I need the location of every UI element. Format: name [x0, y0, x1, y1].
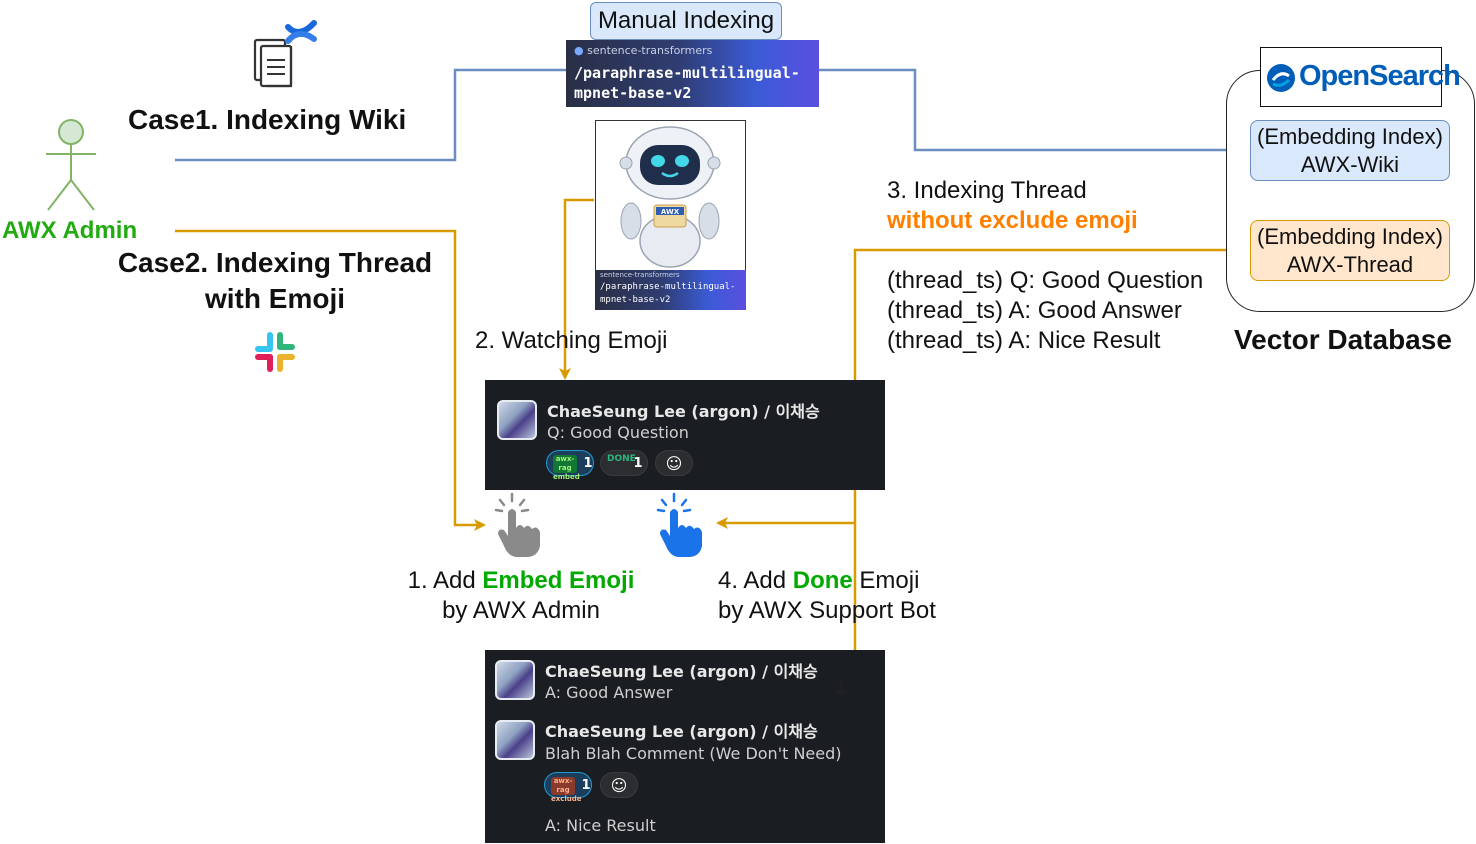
thread-index-line1: (Embedding Index) [1257, 224, 1443, 249]
wiki-flow-line [175, 68, 566, 162]
robot-icon: AWX [619, 126, 721, 268]
step3-label: 3. Indexing Thread without exclude emoji [887, 176, 1138, 236]
robot-st-label: sentence-transformers [600, 271, 680, 279]
admin-to-embed-arrow [175, 229, 486, 531]
opensearch-logo-icon [1267, 64, 1295, 92]
confluence-icon [250, 15, 320, 90]
step3-line1: 3. Indexing Thread [887, 177, 1087, 204]
manual-model-banner: ● sentence-transformers /paraphrase-mult… [566, 40, 819, 107]
exclude-emoji-icon: awx-rag exclude [551, 776, 582, 803]
done-reaction[interactable]: DONE 1 [600, 450, 648, 476]
case1-label: Case1. Indexing Wiki [128, 104, 407, 135]
indexing-thread-arrow [853, 244, 1248, 380]
case2-line2: with Emoji [205, 283, 345, 314]
opensearch-logo: OpenSearch [1260, 47, 1461, 107]
done-emoji-icon: DONE [607, 453, 636, 464]
step3-line2: without exclude emoji [887, 207, 1138, 234]
add-reaction-icon: ☺ [610, 776, 628, 795]
thread-line-3: (thread_ts) A: Nice Result [887, 327, 1161, 354]
add-reaction-button[interactable]: ☺ [600, 772, 638, 798]
robot-box: AWX [595, 120, 746, 272]
exclude-reaction[interactable]: awx-rag exclude 1 [544, 772, 592, 803]
manual-model-line1: /paraphrase-multilingual- [574, 64, 800, 82]
robot-model-line2: mpnet-base-v2 [600, 295, 671, 305]
thread-lines: (thread_ts) Q: Good Question (thread_ts)… [887, 266, 1203, 356]
embed-emoji-icon: awx-rag embed [553, 454, 580, 481]
robot-model-banner: sentence-transformers /paraphrase-multil… [595, 270, 746, 310]
slack-icon [253, 330, 297, 374]
hand-pointer-icon [652, 490, 712, 560]
case2-label: Case2. Indexing Thread with Emoji [105, 245, 445, 317]
step1-line1: 1. Add Embed Emoji [407, 567, 635, 594]
wiki-index-line1: (Embedding Index) [1257, 124, 1443, 149]
wiki-index-arrow [819, 68, 1248, 156]
slack-top-pane: ChaeSeung Lee (argon) / 이채승 Q: Good Ques… [485, 380, 885, 490]
message-author: ChaeSeung Lee (argon) / 이채승 [545, 722, 818, 741]
exclude-reaction-count: 1 [581, 778, 591, 793]
slack-bottom-pane: ChaeSeung Lee (argon) / 이채승 A: Good Answ… [485, 650, 885, 843]
avatar [495, 660, 535, 700]
step1-line2: by AWX Admin [442, 597, 600, 624]
message-author: ChaeSeung Lee (argon) / 이채승 [545, 662, 818, 681]
watching-emoji-arrow [559, 198, 594, 380]
manual-indexing-box: Manual Indexing [590, 2, 782, 40]
done-reaction-count: 1 [633, 456, 643, 471]
wiki-index-line2: AWX-Wiki [1300, 152, 1400, 177]
svg-text:AWX: AWX [661, 208, 680, 216]
thread-line-1: (thread_ts) Q: Good Question [887, 267, 1204, 294]
embed-reaction-count: 1 [583, 456, 593, 471]
message-author: ChaeSeung Lee (argon) / 이채승 [547, 402, 820, 421]
hf-icon: ● [574, 44, 584, 57]
avatar [495, 720, 535, 760]
manual-model-line2: mpnet-base-v2 [574, 84, 692, 102]
step1-label: 1. Add Embed Emoji by AWX Admin [400, 566, 642, 626]
step4-line2: by AWX Support Bot [718, 597, 936, 624]
embed-reaction[interactable]: awx-rag embed 1 [546, 450, 594, 481]
arrow-down-icon: ↓ [832, 676, 851, 701]
case2-line1: Case2. Indexing Thread [117, 247, 433, 278]
robot-model-line1: /paraphrase-multilingual- [600, 282, 736, 292]
wiki-index-box: (Embedding Index) AWX-Wiki [1250, 120, 1450, 181]
thread-index-line2: AWX-Thread [1286, 252, 1414, 277]
message-text: A: Nice Result [545, 816, 656, 835]
admin-label: AWX Admin [2, 217, 138, 244]
thread-line-2: (thread_ts) A: Good Answer [887, 297, 1182, 324]
hand-pointer-icon [490, 490, 550, 560]
step4-label: 4. Add Done Emoji by AWX Support Bot [718, 566, 936, 626]
opensearch-brand: OpenSearch [1299, 60, 1461, 92]
message-text: A: Good Answer [545, 683, 673, 702]
actor-icon [40, 118, 102, 213]
step4-line1: 4. Add Done Emoji [718, 567, 920, 594]
thread-index-box: (Embedding Index) AWX-Thread [1250, 220, 1450, 281]
avatar [497, 400, 537, 440]
message-text: Q: Good Question [547, 423, 689, 442]
message-text: Blah Blah Comment (We Don't Need) [545, 744, 842, 763]
step2-label: 2. Watching Emoji [475, 327, 668, 354]
add-reaction-icon: ☺ [665, 454, 683, 473]
done-emoji-arrow [716, 490, 857, 529]
manual-st-label: ● sentence-transformers [574, 44, 713, 57]
vector-db-caption: Vector Database [1234, 324, 1452, 355]
add-reaction-button[interactable]: ☺ [655, 450, 693, 476]
